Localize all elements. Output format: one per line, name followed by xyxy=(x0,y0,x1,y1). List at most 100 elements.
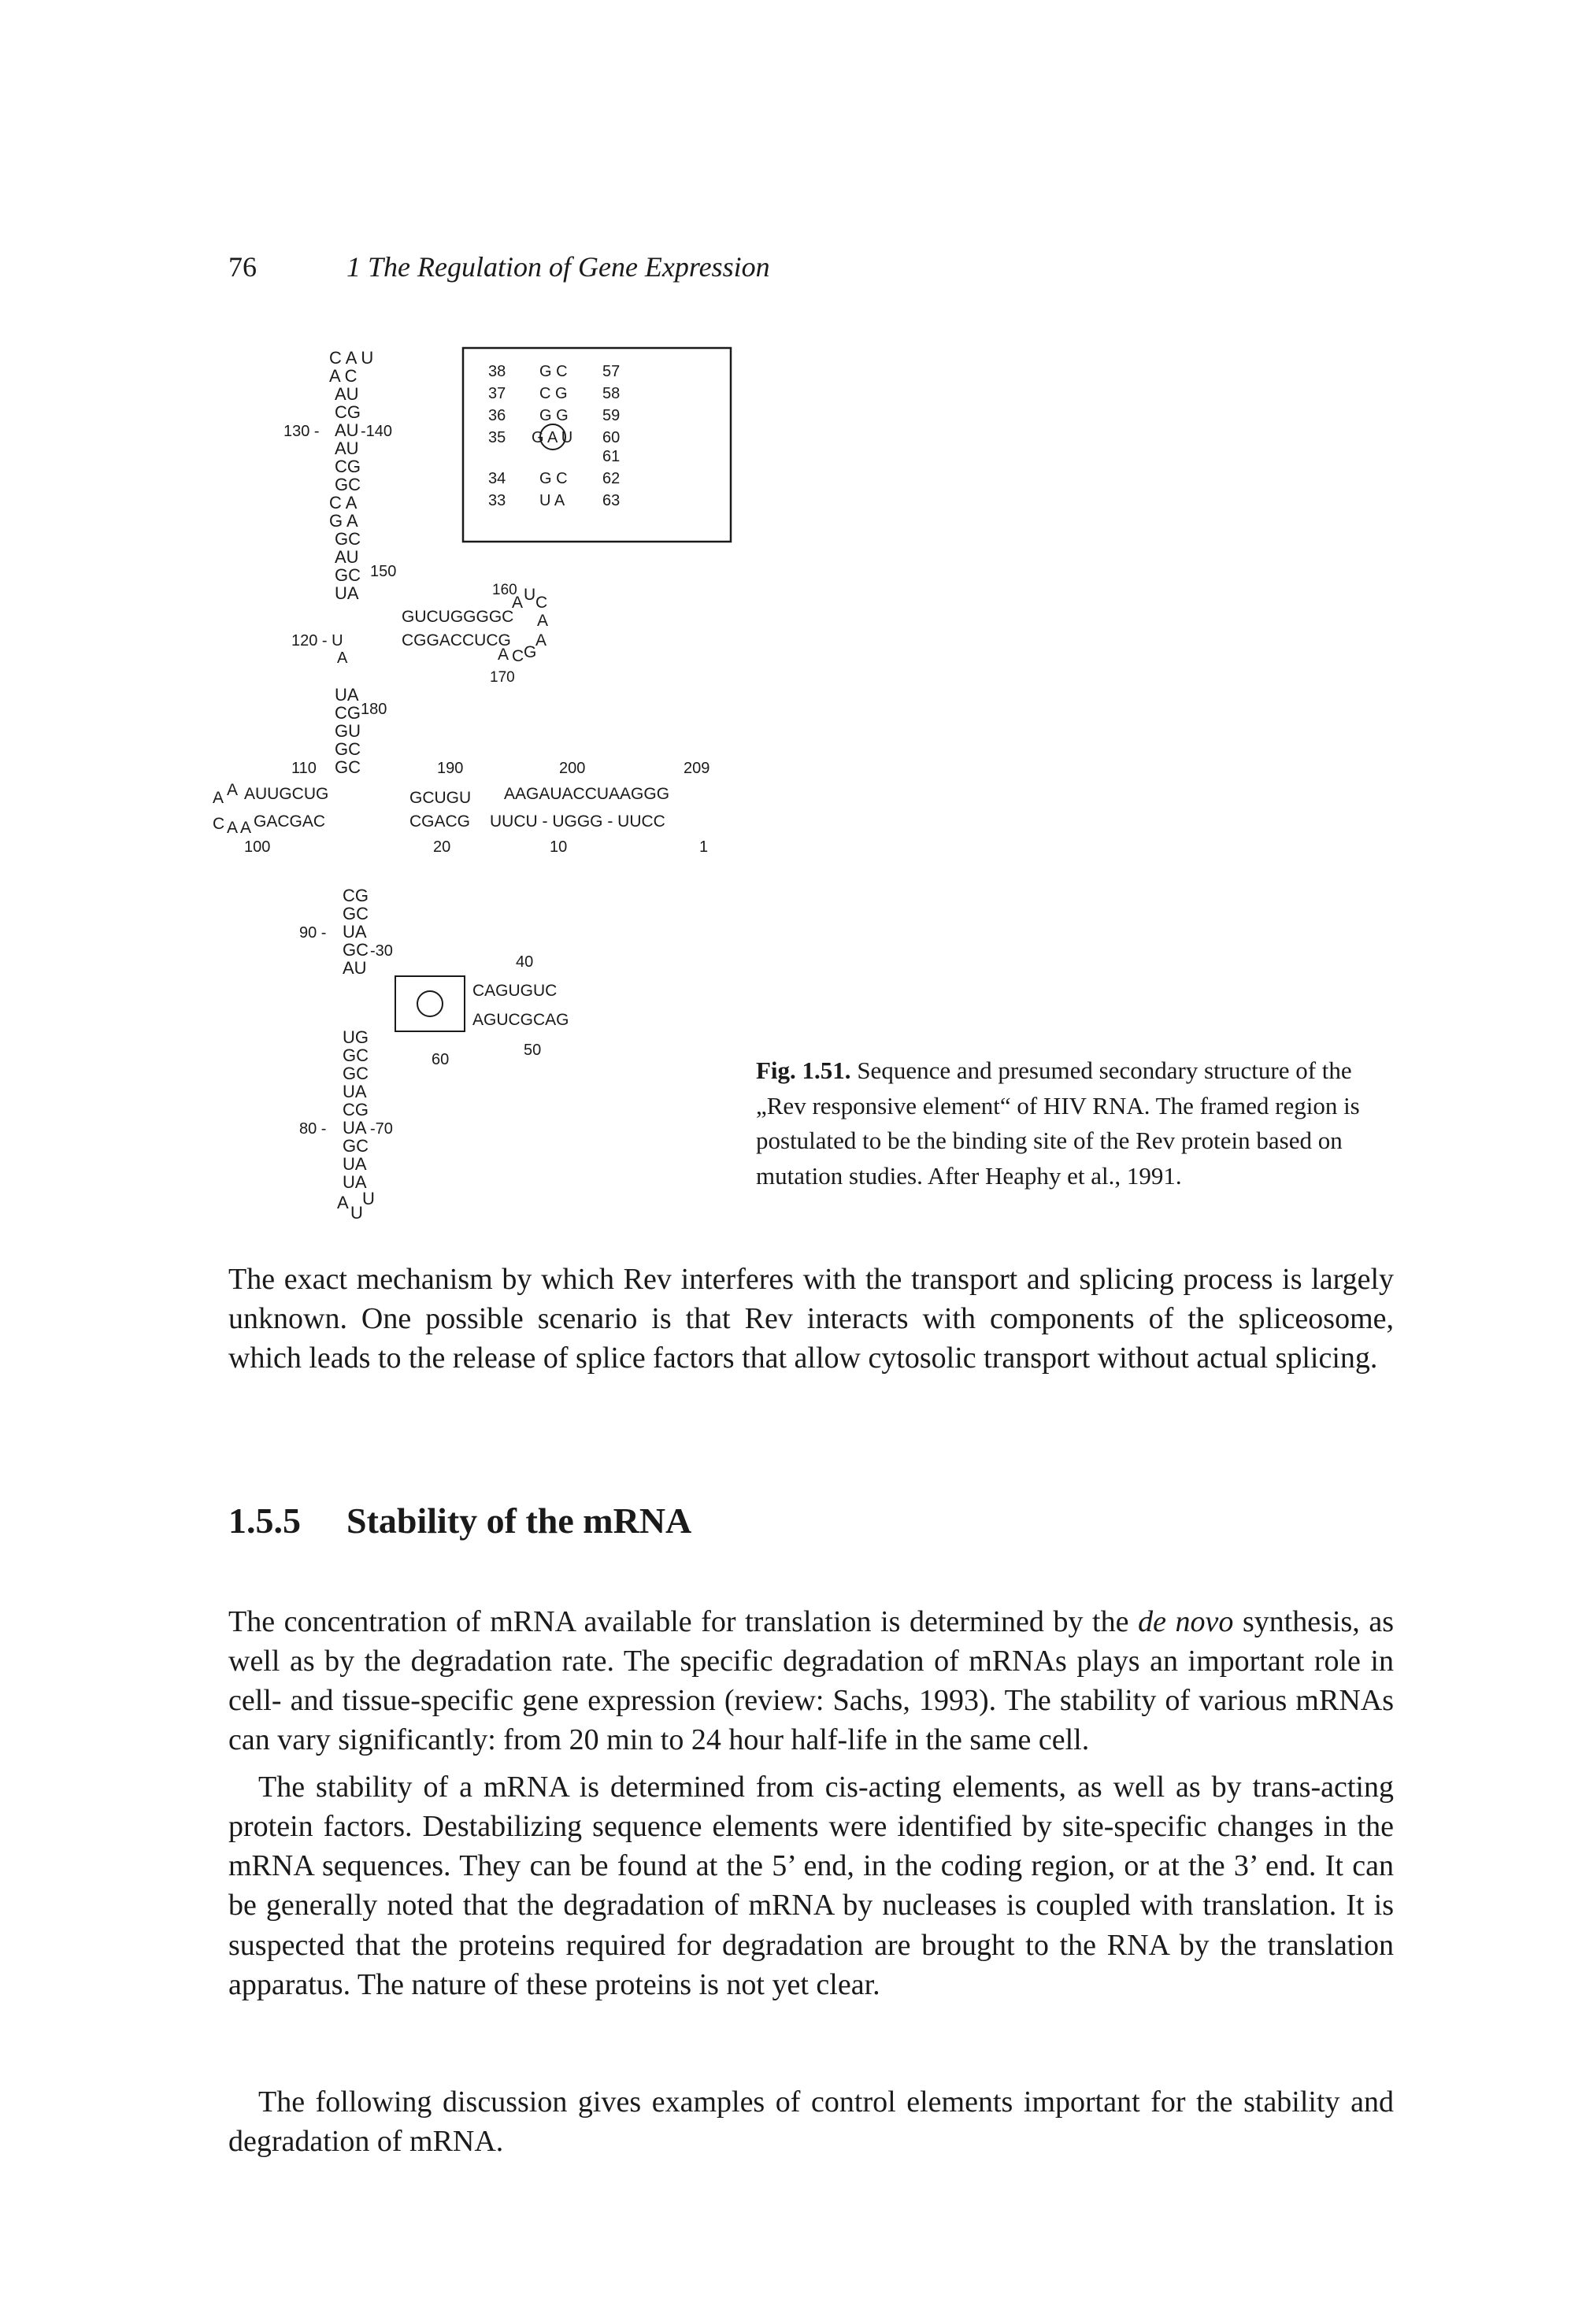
stem-pair: CG xyxy=(335,703,361,723)
binding-site-frame xyxy=(395,975,465,1032)
inset-left-label: 37 xyxy=(488,385,506,402)
lower-stem: CG GC UA GC AU 90 - -30 xyxy=(299,886,393,978)
junction-top: GCUGU xyxy=(409,789,471,807)
loop-base: U xyxy=(362,1189,375,1208)
inset-binding-site: 38 G C 57 37 C G 58 36 G G 59 35 G A U 6… xyxy=(461,346,732,543)
middle-stem: UA CG GU GC GC 180 110 190 200 209 xyxy=(291,685,709,777)
stem-pair: AU xyxy=(343,958,367,978)
stem-pair: UA xyxy=(343,1118,367,1138)
loop-base: A xyxy=(498,646,509,664)
position-label: 90 - xyxy=(299,924,326,942)
long-arm-bottom: UUCU - UGGG - UUCC xyxy=(490,812,665,831)
inset-right-label: 62 xyxy=(602,470,620,487)
stem-pair: UA xyxy=(343,1082,367,1101)
stem-pair: GC xyxy=(335,529,361,549)
paragraph: The following discussion gives examples … xyxy=(228,2085,1394,2159)
position-label: 190 xyxy=(437,760,463,777)
inset-left-label: 36 xyxy=(488,407,506,424)
inset-frame xyxy=(461,346,732,543)
stem-pair: GC xyxy=(335,475,361,494)
position-label: 120 - U xyxy=(291,632,343,649)
long-arm-top: AAGAUACCUAAGGG xyxy=(504,785,669,803)
stem-pair: GC xyxy=(343,904,369,923)
position-label: 150 xyxy=(370,563,396,580)
inset-left-label: 35 xyxy=(488,429,506,446)
inset-left-label: 38 xyxy=(488,363,506,380)
position-label: 100 xyxy=(244,838,270,856)
position-label: 180 xyxy=(361,701,387,718)
stem-pair: UA xyxy=(343,1154,367,1174)
lower-bulge-bottom: AGUCGCAG xyxy=(472,1011,569,1029)
stem-pair: GC xyxy=(343,1136,369,1156)
loop-base: A xyxy=(537,612,548,630)
stem-pair: C A xyxy=(329,493,358,513)
loop-base: C xyxy=(213,815,224,833)
loop-base: A xyxy=(240,819,251,837)
position-label: -30 xyxy=(370,942,393,960)
loop-base: G xyxy=(524,643,536,661)
inset-pair: G A U xyxy=(532,429,572,446)
position-label: -140 xyxy=(361,423,392,440)
stem-pair: UA xyxy=(343,1172,367,1192)
position-label: 200 xyxy=(559,760,585,777)
position-label: 1 xyxy=(699,838,708,856)
internal-loop xyxy=(417,990,443,1017)
loop-label: 160 xyxy=(492,582,517,598)
position-label: 50 xyxy=(524,1042,541,1059)
position-label: -70 xyxy=(370,1120,393,1138)
upper-stem: C A U A C AU CG AU AU CG GC C A G A GC A… xyxy=(283,348,396,667)
page-number: 76 xyxy=(228,251,257,283)
position-label: 20 xyxy=(433,838,450,856)
paragraph: The exact mechanism by which Rev interfe… xyxy=(228,1263,1394,1375)
loop-base: A xyxy=(213,789,224,807)
inset-right-label: 58 xyxy=(602,385,620,402)
stem-pair: AU xyxy=(335,439,359,458)
lower-bulge-top: CAGUGUC xyxy=(472,982,557,1000)
figure-label: Fig. 1.51. xyxy=(756,1057,851,1084)
stem-pair: UA xyxy=(335,685,359,705)
stem-pair: CG xyxy=(335,457,361,476)
right-arm-top: GUCUGGGGC xyxy=(402,608,513,626)
loop-base: A xyxy=(512,594,523,612)
inset-right-label: 57 xyxy=(602,363,620,380)
stem-pair: CG xyxy=(335,402,361,422)
stem-pair: G A xyxy=(329,511,358,531)
position-label: 10 xyxy=(550,838,567,856)
loop-base: A xyxy=(337,1193,349,1212)
paragraph-text: The concentration of mRNA available for … xyxy=(228,1605,1139,1638)
stem-pair: AU xyxy=(335,384,359,404)
position-label: 80 - xyxy=(299,1120,326,1138)
bottom-stem: UG GC GC UA CG UA GC UA UA 80 - -70 A U … xyxy=(299,1027,393,1223)
inset-left-label: 33 xyxy=(488,492,506,509)
section-title: Stability of the mRNA xyxy=(346,1501,692,1541)
inset-pair: G C xyxy=(539,470,568,487)
stem-pair: GC xyxy=(335,739,361,759)
stem-pair: UG xyxy=(343,1027,369,1047)
loop-base: A xyxy=(227,781,238,799)
junction-bottom: CGACG xyxy=(409,812,470,831)
inset-right-label: 60 xyxy=(602,429,620,446)
stem-pair: UA xyxy=(335,583,359,603)
position-label: 209 xyxy=(684,760,709,777)
paragraph-italic-text: de novo xyxy=(1138,1605,1234,1638)
stem-pair: GC xyxy=(335,757,361,777)
stem-pair: CG xyxy=(343,1100,369,1119)
stem-pair: GC xyxy=(335,565,361,585)
inset-pair: U A xyxy=(539,492,565,509)
inset-pair: C G xyxy=(539,385,568,402)
paragraph: The stability of a mRNA is determined fr… xyxy=(228,1771,1394,2001)
paragraph: The concentration of mRNA available for … xyxy=(228,1602,1394,1760)
stem-pair: GU xyxy=(335,721,361,741)
position-label: 110 xyxy=(291,760,317,777)
junction: AUUGCUG GACGAC A A C A A GCUGU CGACG AAG… xyxy=(213,781,708,856)
stem-pair: UA xyxy=(343,922,367,942)
position-label: A xyxy=(337,649,348,667)
stem-pair: AU xyxy=(335,420,359,440)
stem-pair: GC xyxy=(343,1064,369,1083)
loop-base: U xyxy=(350,1203,363,1223)
figure-rna-structure: C A U A C AU CG AU AU CG GC C A G A GC A… xyxy=(213,323,748,1267)
stem-pair: C A U xyxy=(329,348,373,368)
rna-secondary-structure-diagram: C A U A C AU CG AU AU CG GC C A G A GC A… xyxy=(213,346,732,1223)
loop-base: U xyxy=(524,586,535,604)
